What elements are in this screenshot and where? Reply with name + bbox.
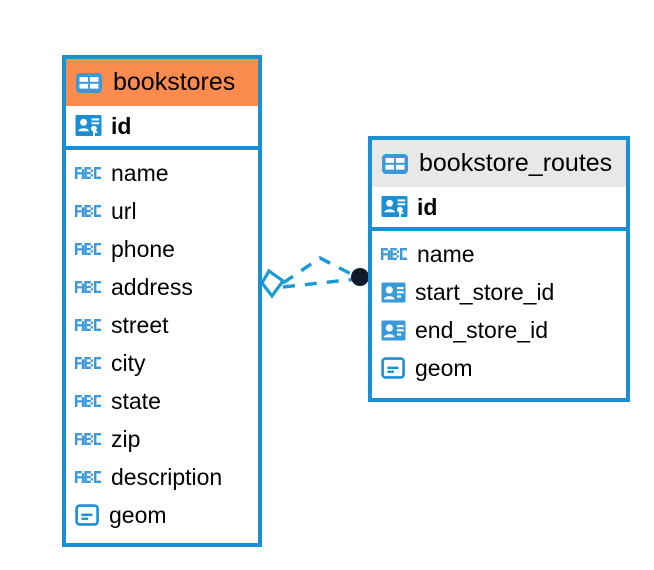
- field-label: zip: [111, 425, 141, 452]
- field-row-description[interactable]: description: [66, 458, 258, 496]
- primary-key-icon: [75, 113, 102, 139]
- field-row-primary-key[interactable]: id: [66, 106, 258, 150]
- abc-icon: [75, 165, 102, 181]
- entity-title: bookstore_routes: [419, 149, 613, 177]
- abc-icon: [75, 317, 102, 333]
- field-row-geom[interactable]: geom: [66, 496, 258, 534]
- field-row-name[interactable]: name: [372, 235, 626, 273]
- field-row-address[interactable]: address: [66, 268, 258, 306]
- field-list: name start_store_id: [372, 231, 626, 391]
- field-row-name[interactable]: name: [66, 154, 258, 192]
- foreign-key-icon: [381, 281, 406, 304]
- field-row-geom[interactable]: geom: [372, 349, 626, 387]
- abc-icon: [75, 203, 102, 219]
- field-row-state[interactable]: state: [66, 382, 258, 420]
- field-label: phone: [111, 235, 175, 262]
- field-label: name: [111, 159, 169, 186]
- foreign-key-icon: [381, 319, 406, 342]
- entity-bookstore-routes[interactable]: bookstore_routes id: [368, 136, 630, 402]
- field-row-zip[interactable]: zip: [66, 420, 258, 458]
- field-label: end_store_id: [415, 316, 548, 343]
- field-row-start-store-id[interactable]: start_store_id: [372, 273, 626, 311]
- abc-icon: [75, 241, 102, 257]
- field-label: state: [111, 387, 161, 414]
- diamond-marker: [260, 268, 286, 299]
- geometry-icon: [75, 503, 100, 527]
- filled-circle-marker: [351, 268, 369, 286]
- field-row-end-store-id[interactable]: end_store_id: [372, 311, 626, 349]
- field-row-city[interactable]: city: [66, 344, 258, 382]
- connector-branch-lower: [282, 277, 358, 289]
- table-icon: [381, 152, 409, 176]
- field-row-primary-key[interactable]: id: [372, 187, 626, 231]
- connector-branch-upper: [282, 256, 358, 285]
- field-list: name u: [66, 150, 258, 538]
- field-label: street: [111, 311, 169, 338]
- field-label: id: [417, 193, 438, 220]
- table-icon: [75, 71, 103, 95]
- abc-icon: [75, 393, 102, 409]
- primary-key-icon: [381, 194, 408, 220]
- field-row-phone[interactable]: phone: [66, 230, 258, 268]
- field-label: geom: [415, 354, 473, 381]
- entity-header[interactable]: bookstores: [66, 59, 258, 106]
- field-label: city: [111, 349, 146, 376]
- entity-title: bookstores: [113, 68, 236, 96]
- abc-icon: [75, 355, 102, 371]
- geometry-icon: [381, 356, 406, 380]
- field-row-street[interactable]: street: [66, 306, 258, 344]
- field-label: start_store_id: [415, 278, 555, 305]
- abc-icon: [381, 246, 408, 262]
- entity-bookstores[interactable]: bookstores id: [62, 55, 262, 547]
- field-label: id: [111, 112, 132, 139]
- field-label: address: [111, 273, 193, 300]
- abc-icon: [75, 469, 102, 485]
- abc-icon: [75, 431, 102, 447]
- field-label: description: [111, 463, 223, 490]
- entity-header[interactable]: bookstore_routes: [372, 140, 626, 187]
- field-label: geom: [109, 501, 167, 528]
- field-row-url[interactable]: url: [66, 192, 258, 230]
- field-label: name: [417, 240, 475, 267]
- abc-icon: [75, 279, 102, 295]
- field-label: url: [111, 197, 137, 224]
